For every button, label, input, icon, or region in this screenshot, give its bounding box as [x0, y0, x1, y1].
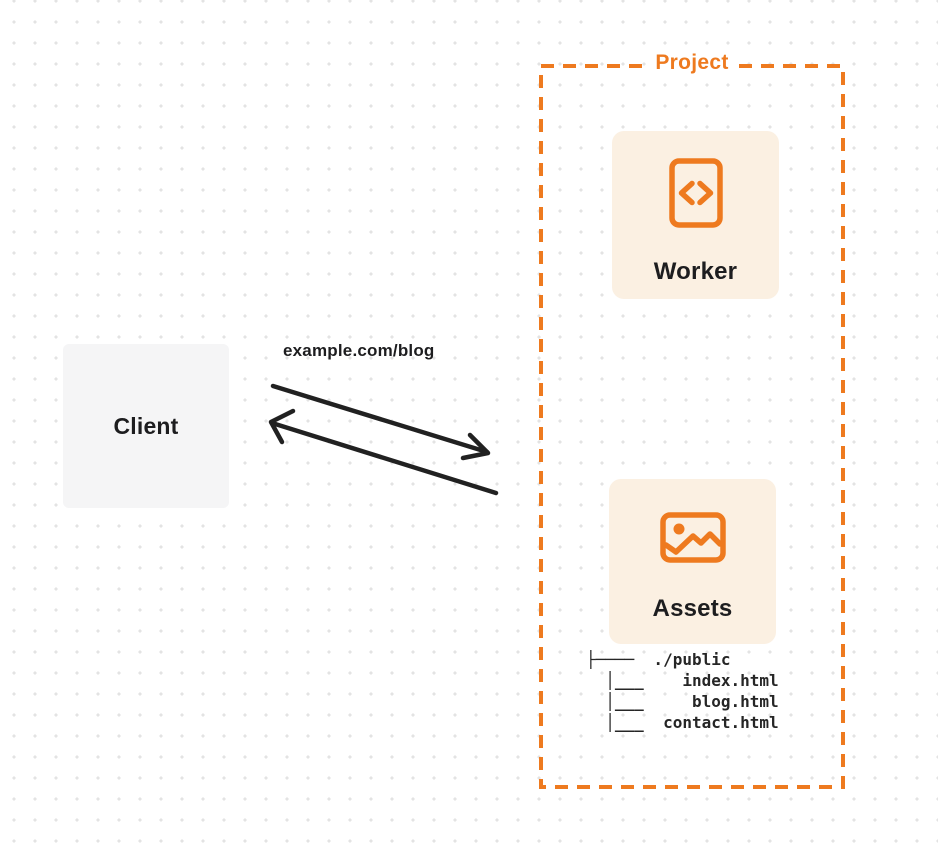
client-node: Client: [63, 344, 229, 508]
assets-file-tree: ├──── ./public │___ index.html │___ blog…: [586, 650, 779, 732]
assets-label: Assets: [652, 595, 733, 622]
worker-label: Worker: [653, 258, 738, 285]
code-file-icon: [668, 158, 723, 233]
arrowhead-left-icon: [268, 408, 296, 445]
request-arrow: [270, 383, 491, 461]
image-icon: [659, 512, 726, 568]
arrowhead-right-icon: [460, 432, 491, 461]
assets-node: Assets: [609, 479, 776, 644]
project-label: Project: [650, 50, 734, 76]
request-url-label: example.com/blog: [283, 341, 435, 360]
client-label: Client: [113, 412, 179, 439]
response-arrow: [268, 408, 499, 496]
worker-node: Worker: [612, 131, 779, 299]
project-dashed-border: [539, 64, 845, 789]
